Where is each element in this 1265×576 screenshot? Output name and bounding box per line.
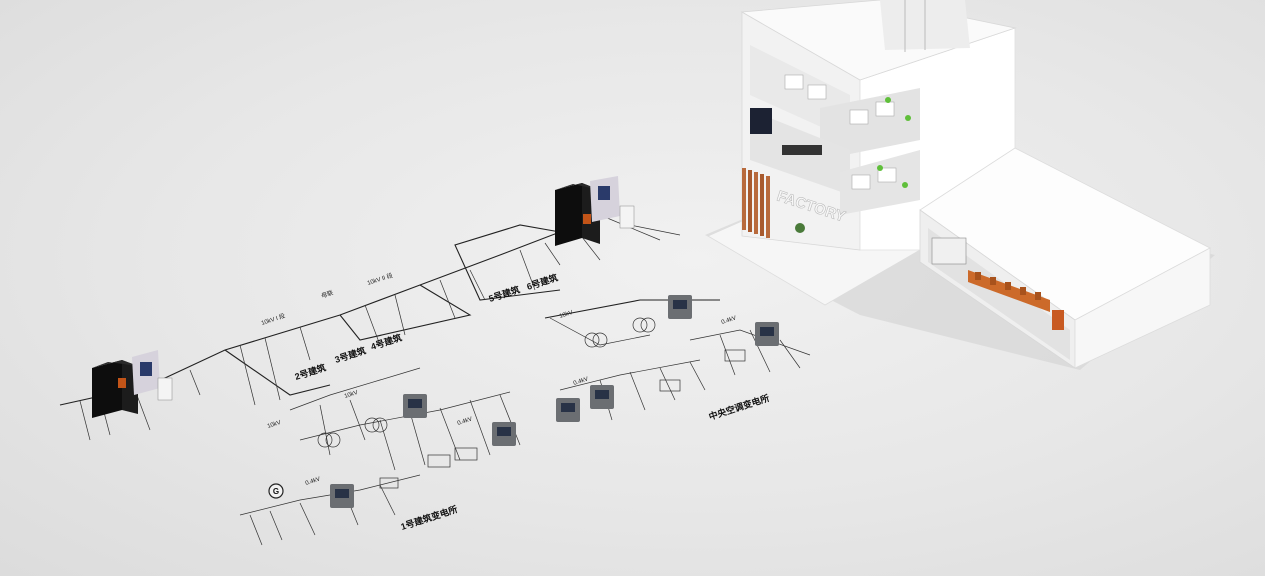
label-10kv-mid: 10kV [344, 390, 359, 400]
label-building-2: 2号建筑 [293, 362, 327, 382]
label-building-5: 5号建筑 [487, 284, 521, 304]
cabinet-left [92, 350, 173, 418]
single-line-diagram: G 10kV I 段 母联 10kV II 段 10kV 10kV [59, 176, 811, 546]
factory-building: FACTORY [705, 0, 1215, 370]
label-central-ac-substation: 中央空调变电所 [707, 392, 770, 422]
label-lv-a: 0.4kV [457, 416, 473, 426]
label-lv-d: 0.4kV [721, 315, 737, 325]
bus-right-loop [454, 224, 561, 301]
generator-icon [268, 483, 284, 499]
lv-labels: 0.4kV 0.4kV 0.4kV 0.4kV [305, 315, 737, 486]
control-panel [931, 237, 967, 265]
label-substation-1: 1号建筑变电所 [399, 503, 459, 532]
production-line [968, 270, 1064, 330]
bus-right-10kv [544, 299, 720, 319]
central-ac-network [549, 317, 811, 421]
power-meters [330, 295, 779, 508]
bus-loop [339, 284, 472, 341]
wood-slats [742, 168, 770, 238]
meter [668, 295, 692, 319]
bus-branch-left [224, 349, 331, 396]
meter [492, 422, 516, 446]
label-building-6: 6号建筑 [525, 272, 559, 292]
label-building-3: 3号建筑 [333, 345, 367, 365]
meter [403, 394, 427, 418]
label-lv-b: 0.4kV [305, 476, 321, 486]
building-labels: 2号建筑 3号建筑 4号建筑 5号建筑 6号建筑 1号建筑变电所 中央空调变电所 [293, 272, 770, 532]
generator-symbol: G [273, 487, 279, 496]
label-10kv-ii: 10kV II 段 [366, 271, 394, 287]
label-bus-tie: 母联 [320, 289, 334, 300]
wall-screen [750, 108, 772, 134]
label-lv-c: 0.4kV [573, 376, 589, 386]
meter [755, 322, 779, 346]
label-10kv-right: 10kV [559, 310, 574, 320]
label-10kv-left: 10kV [267, 420, 282, 430]
meter [590, 385, 614, 409]
meter [330, 484, 354, 508]
cabinet-top [555, 176, 635, 246]
meter [556, 398, 580, 422]
label-10kv-i: 10kV I 段 [260, 312, 286, 327]
substation-1-network: G [239, 367, 521, 546]
